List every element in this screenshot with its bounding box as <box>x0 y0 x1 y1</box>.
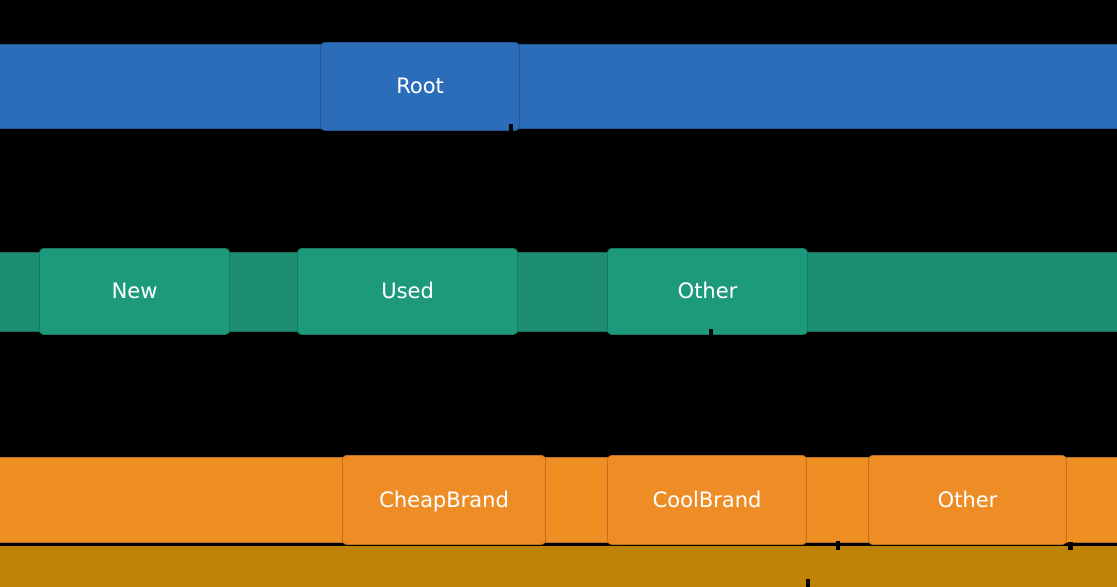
node-coolbrand-label: CoolBrand <box>652 487 762 512</box>
node-other-brand: Other <box>868 455 1067 545</box>
node-other-brand-label: Other <box>937 487 998 512</box>
node-root: Root <box>320 42 520 131</box>
node-used-label: Used <box>381 279 434 303</box>
node-root-label: Root <box>396 74 444 98</box>
edge-tick-bottom-strip <box>806 579 810 587</box>
node-coolbrand: CoolBrand <box>607 455 807 545</box>
level-bar-truncated <box>0 546 1117 587</box>
node-other-condition-label: Other <box>677 279 738 303</box>
edge-tick-other-condition <box>709 329 713 337</box>
node-other-condition: Other <box>607 248 808 335</box>
level-bar-root <box>0 44 1117 129</box>
edge-tick-root <box>509 124 513 133</box>
edge-tick-brand-row <box>836 541 840 550</box>
edge-tick-bottom-strip-right <box>1068 542 1073 550</box>
node-cheapbrand: CheapBrand <box>342 455 546 545</box>
node-cheapbrand-label: CheapBrand <box>379 487 509 512</box>
node-used: Used <box>297 248 518 335</box>
node-new: New <box>39 248 230 335</box>
node-new-label: New <box>111 279 158 303</box>
